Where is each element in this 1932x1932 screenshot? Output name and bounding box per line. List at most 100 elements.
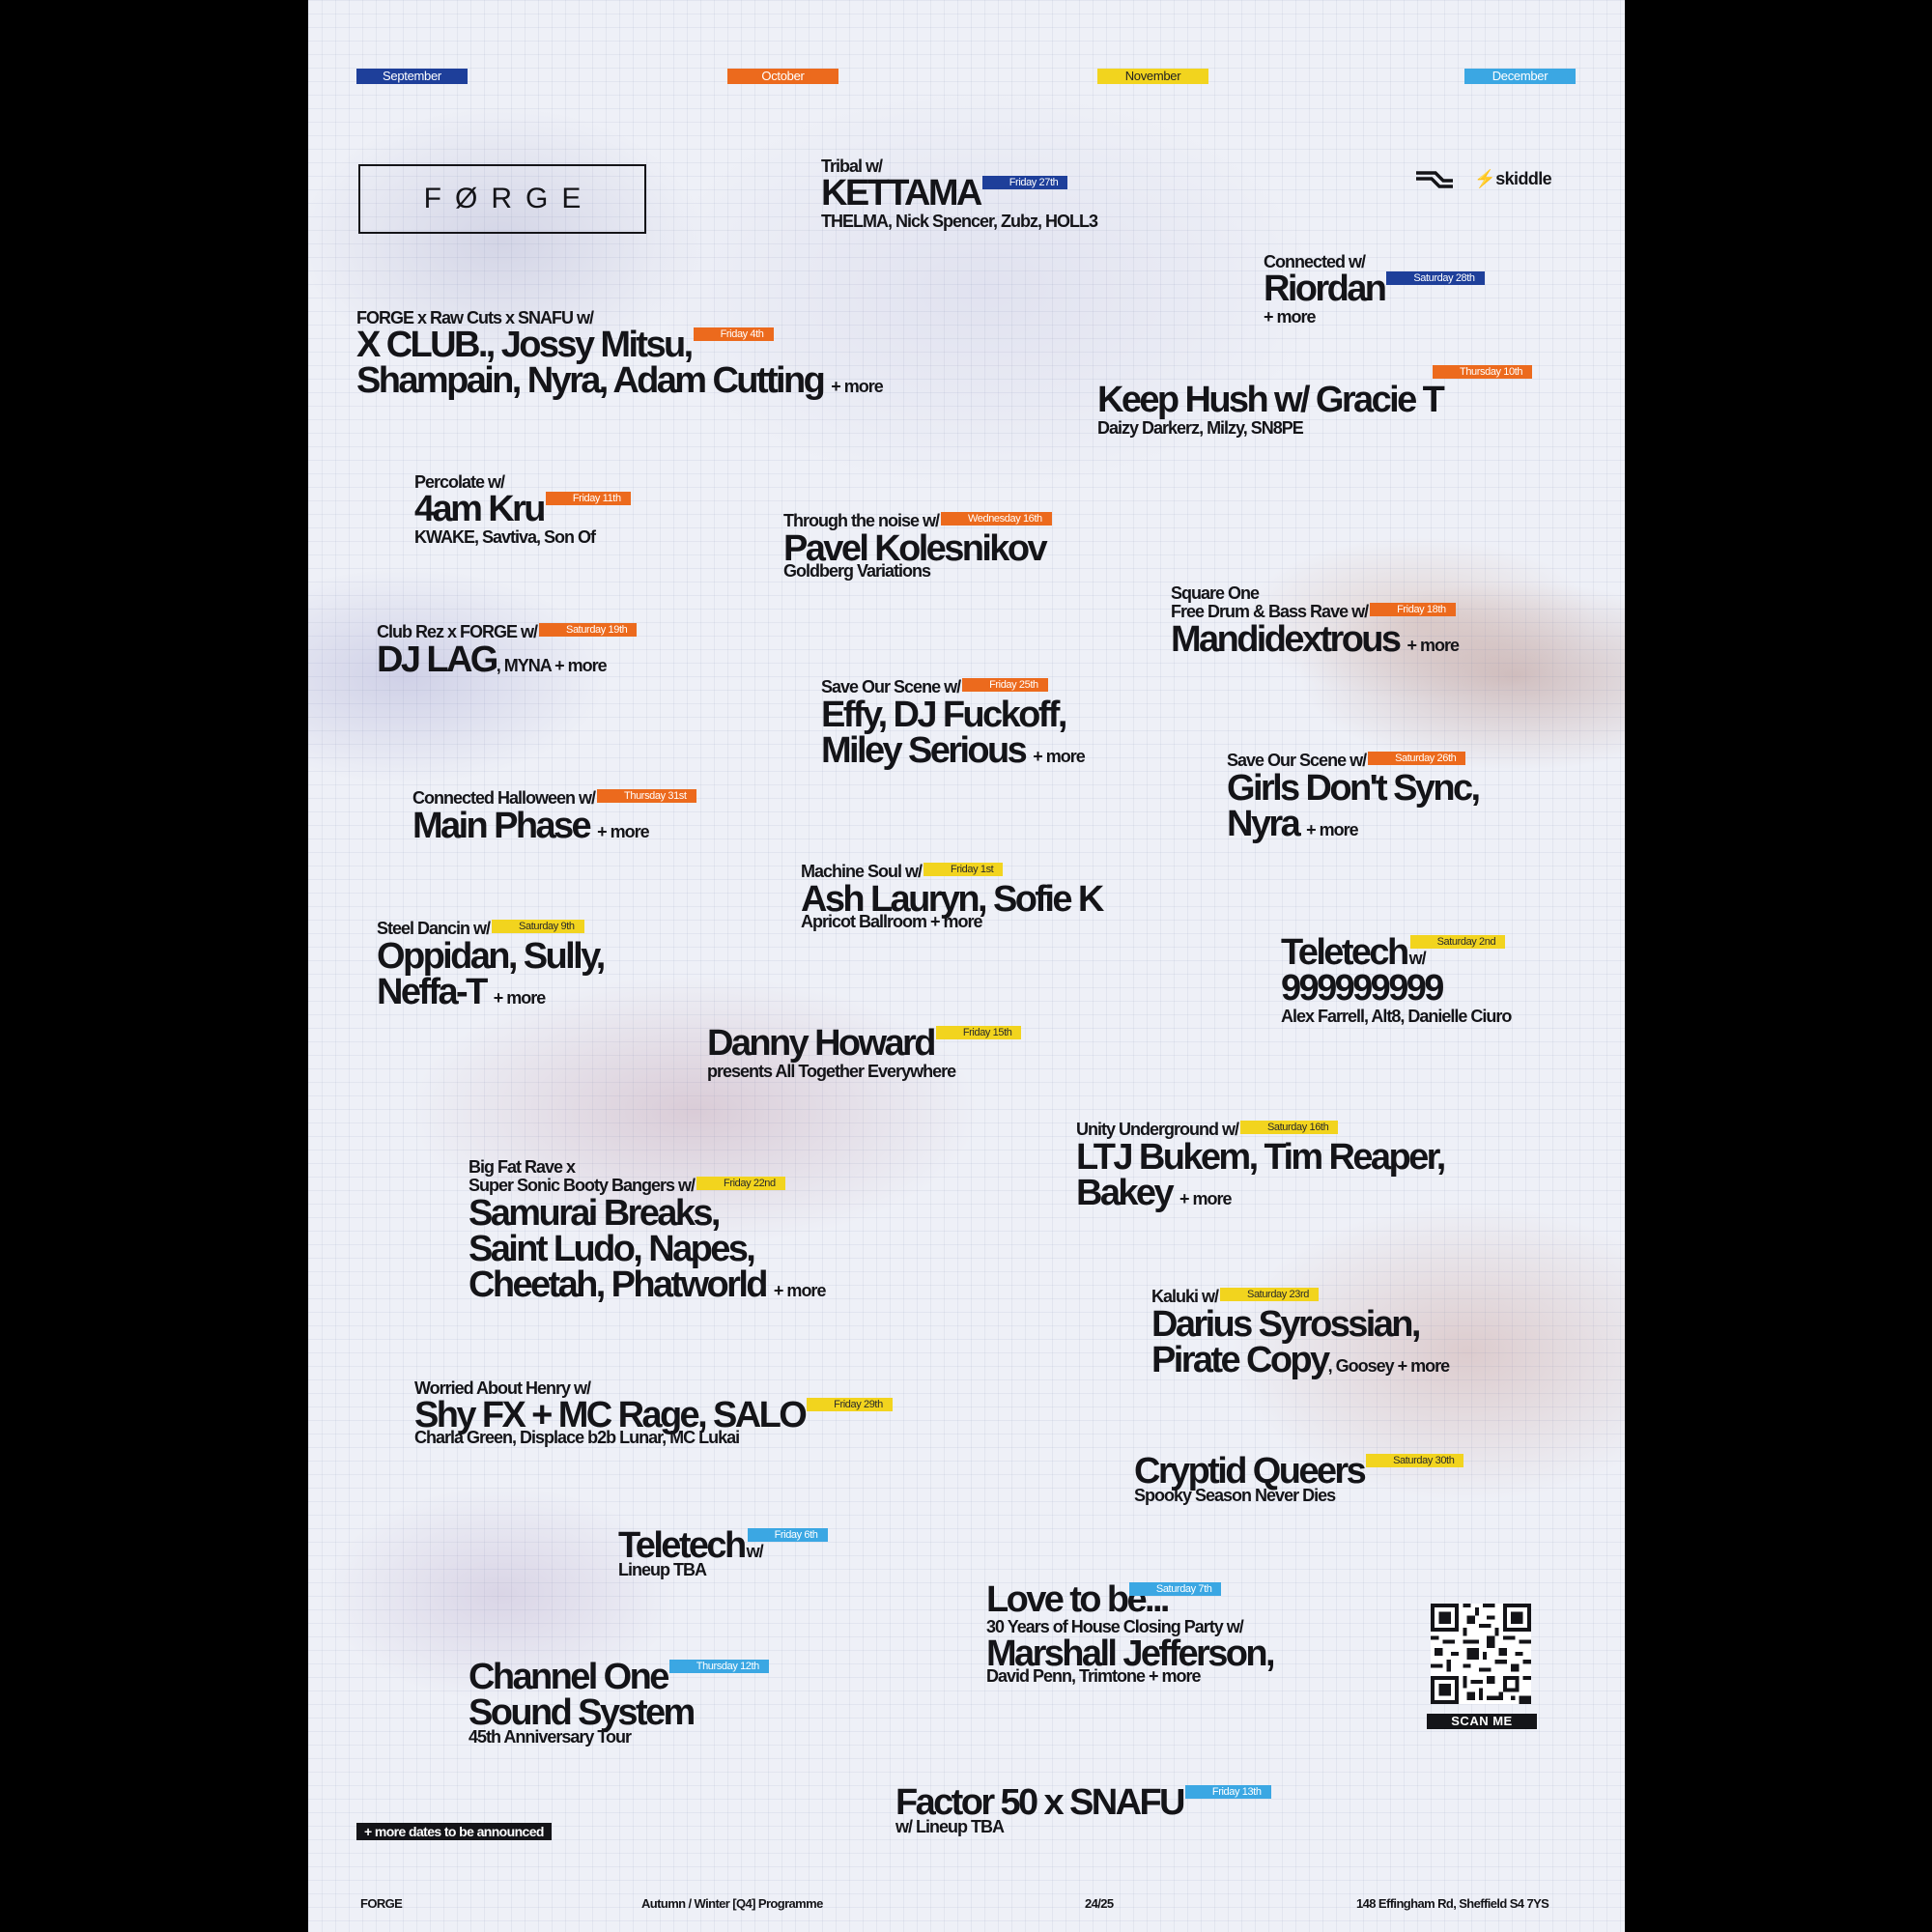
event-headliner: Teletech [618, 1525, 747, 1566]
event-pre: Machine Soul w/ [801, 862, 923, 881]
event-pre: Connected Halloween w/ [412, 788, 596, 808]
event-mainphase: Connected Halloween w/Thursday 31st Main… [412, 789, 696, 844]
event-headliner: Ash Lauryn, Sofie K [801, 879, 1104, 920]
event-support: THELMA, Nick Spencer, Zubz, HOLL3 [821, 212, 1098, 231]
event-pre: Steel Dancin w/ [377, 919, 491, 938]
event-date: Thursday 12th [668, 1660, 769, 1673]
event-mandidextrous: Square One Free Drum & Bass Rave w/Frida… [1171, 583, 1460, 660]
event-date: Friday 27th [981, 176, 1068, 189]
event-pre: Tribal w/ [821, 156, 883, 176]
event-headliner: Shy FX + MC Rage, SALO [414, 1395, 808, 1435]
event-keephush: Thursday 10th Keep Hush w/ Gracie T Daiz… [1097, 365, 1533, 438]
event-headliner: LTJ Bukem, Tim Reaper, [1076, 1137, 1446, 1178]
event-date: Friday 22nd [696, 1177, 785, 1190]
event-pre: Square One [1171, 583, 1260, 603]
event-more: + more [773, 1281, 827, 1300]
event-headliner: KETTAMA [821, 173, 982, 213]
event-date: Friday 13th [1184, 1785, 1271, 1799]
skiddle-icon: ⚡ [1474, 169, 1496, 188]
event-date: Wednesday 16th [941, 512, 1052, 526]
event-headliner: Danny Howard [707, 1023, 936, 1064]
event-with: w/ [746, 1542, 764, 1561]
event-pre: Save Our Scene w/ [821, 677, 961, 696]
event-headliner: Channel One [469, 1657, 669, 1697]
event-headliner: Pavel Kolesnikov [783, 528, 1048, 569]
event-headliner: Oppidan, Sully, [377, 936, 606, 977]
event-pre: Big Fat Rave x [469, 1157, 576, 1177]
event-headliner: Teletech [1281, 932, 1409, 973]
event-support: 45th Anniversary Tour [469, 1727, 632, 1747]
event-pavel: Through the noise w/Wednesday 16th Pavel… [783, 512, 1052, 581]
event-date: Friday 4th [693, 327, 774, 341]
event-lovetobe: Love to be...Saturday 7th 30 Years of Ho… [986, 1581, 1276, 1686]
event-date: Saturday 9th [492, 920, 584, 933]
event-shyfx: Worried About Henry w/ Shy FX + MC Rage,… [414, 1379, 893, 1447]
event-headliner: Samurai Breaks, [469, 1193, 721, 1234]
scan-me-label: SCAN ME [1427, 1714, 1537, 1729]
event-pre: Connected w/ [1264, 252, 1366, 271]
event-oppidan: Steel Dancin w/Saturday 9th Oppidan, Sul… [377, 919, 606, 1012]
event-headliner-3: Cheetah, Phatworld [469, 1264, 769, 1305]
more-dates-badge: + more dates to be announced [356, 1823, 552, 1840]
event-pre: Percolate w/ [414, 472, 505, 492]
event-pre-2: Free Drum & Bass Rave w/ [1171, 602, 1369, 621]
event-headliner-2: Saint Ludo, Napes, [469, 1229, 756, 1269]
event-date: Friday 25th [962, 678, 1048, 692]
month-november: November [1097, 69, 1208, 84]
event-support: , MYNA + more [496, 656, 608, 675]
event-support: Charla Green, Displace b2b Lunar, MC Luk… [414, 1428, 740, 1447]
month-september: September [356, 69, 468, 84]
event-more: + more [1406, 636, 1460, 655]
event-xclub: FORGE x Raw Cuts x SNAFU w/ X CLUB., Jos… [356, 308, 884, 400]
event-headliner-2: Neffa-T [377, 972, 488, 1012]
footer-address: 148 Effingham Rd, Sheffield S4 7YS [1356, 1896, 1549, 1911]
forge-logo: FØRGE [358, 164, 646, 234]
month-december: December [1464, 69, 1576, 84]
event-headliner-2: Marshall Jefferson, [986, 1634, 1276, 1674]
event-date: Friday 6th [747, 1528, 828, 1542]
event-darius: Kaluki w/Saturday 23rd Darius Syrossian,… [1151, 1288, 1450, 1380]
event-more: + more [1033, 747, 1086, 766]
event-date: Saturday 16th [1240, 1121, 1339, 1134]
event-pre: FORGE x Raw Cuts x SNAFU w/ [356, 308, 594, 327]
event-djlag: Club Rez x FORGE w/Saturday 19th DJ LAG,… [377, 622, 638, 678]
event-support: David Penn, Trimtone + more [986, 1666, 1202, 1686]
event-headliner-2: Pirate Copy [1151, 1340, 1330, 1380]
event-date: Thursday 10th [1433, 365, 1533, 379]
event-with: w/ [1408, 949, 1427, 968]
event-pre-2: Super Sonic Booty Bangers w/ [469, 1176, 696, 1195]
event-pre: 30 Years of House Closing Party w/ [986, 1617, 1244, 1636]
event-ltjbukem: Unity Underground w/Saturday 16th LTJ Bu… [1076, 1121, 1446, 1212]
poster: September October November December FØRG… [308, 0, 1625, 1932]
event-date: Friday 11th [545, 492, 631, 505]
event-headliner: Effy, DJ Fuckoff, [821, 695, 1067, 735]
month-october: October [727, 69, 838, 84]
qr-code[interactable] [1431, 1604, 1531, 1704]
event-headliner: Darius Syrossian, [1151, 1304, 1421, 1345]
event-support: Daizy Darkerz, Milzy, SN8PE [1097, 418, 1304, 438]
skiddle-logo: skiddle [1495, 169, 1552, 188]
event-headliner-2: 999999999 [1281, 968, 1444, 1009]
event-pre: Club Rez x FORGE w/ [377, 622, 538, 641]
event-date: Friday 18th [1370, 603, 1456, 616]
event-support: Apricot Ballroom + more [801, 912, 983, 931]
event-more: + more [493, 988, 547, 1008]
event-headliner: Keep Hush w/ Gracie T [1097, 380, 1445, 420]
event-date: Saturday 23rd [1220, 1288, 1319, 1301]
event-support: Spooky Season Never Dies [1134, 1486, 1336, 1505]
event-date: Friday 29th [807, 1398, 893, 1411]
event-date: Saturday 19th [539, 623, 638, 637]
event-pre: Save Our Scene w/ [1227, 751, 1367, 770]
event-headliner-2: Nyra [1227, 804, 1301, 844]
event-headliner: Factor 50 x SNAFU [895, 1782, 1186, 1823]
event-headliner: Mandidextrous [1171, 619, 1402, 660]
event-support: w/ Lineup TBA [895, 1817, 1005, 1836]
event-date: Friday 15th [935, 1026, 1022, 1039]
event-headliner-2: Sound System [469, 1692, 696, 1733]
event-headliner: Girls Don't Sync, [1227, 768, 1481, 809]
event-date: Friday 1st [923, 863, 1004, 876]
